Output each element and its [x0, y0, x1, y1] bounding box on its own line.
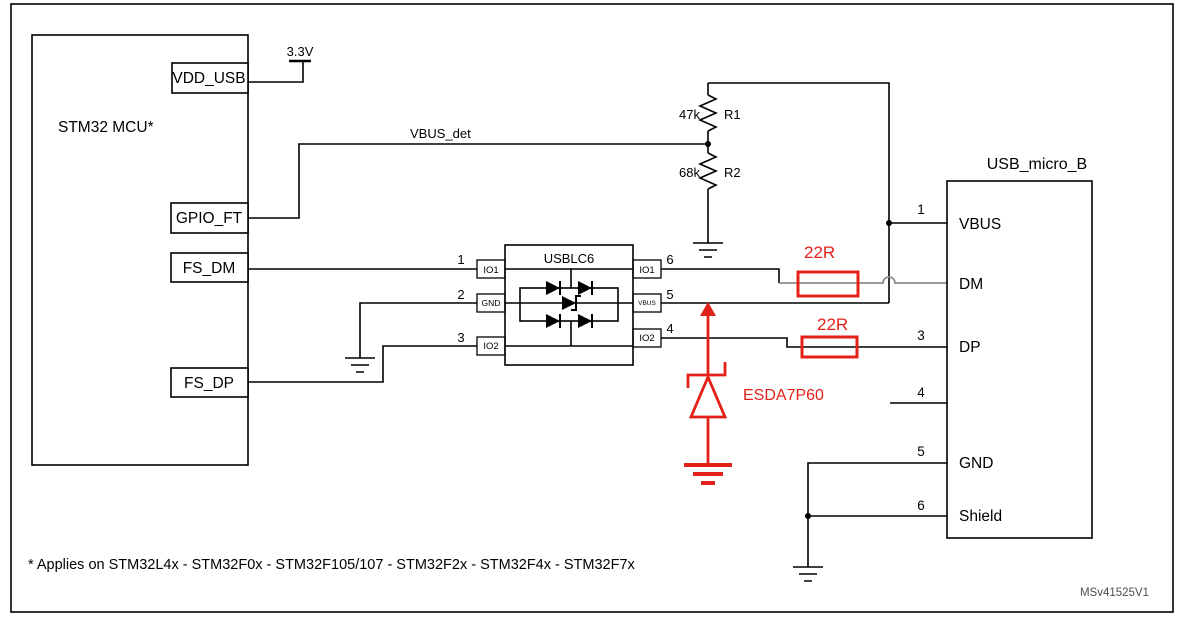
footnote: * Applies on STM32L4x - STM32F0x - STM32…: [28, 557, 636, 573]
diode-top-left: [546, 281, 560, 295]
wire-dm-gray: [779, 276, 947, 284]
connector-pin-num-4: 4: [917, 385, 925, 400]
usblc6-pin-num-5: 5: [666, 287, 673, 302]
resistor-22r-dp: [800, 335, 859, 359]
ground-symbols: [345, 242, 823, 582]
mcu-pin-gpio-ft: [170, 202, 249, 234]
series-resistors: 22R 22R: [796, 243, 860, 359]
net-label-vbus-det: VBUS_det: [410, 126, 471, 141]
figure-id: MSv41525V1: [1080, 587, 1149, 599]
divider-labels: 47k R1 68k R2: [679, 107, 741, 180]
resistor-r1-symbol: [698, 94, 718, 132]
usblc6-pin-num-1: 1: [457, 252, 464, 267]
mcu-pin-label-fs-dm: FS_DM: [183, 260, 236, 277]
mcu-pin-label-fs-dp: FS_DP: [184, 375, 234, 392]
usblc6-pin-label-io2-left: IO2: [483, 341, 498, 352]
mcu-title: STM32 MCU*: [58, 119, 154, 136]
connector-pin-num-1: 1: [917, 202, 925, 217]
r2-ref: R2: [724, 165, 741, 180]
usblc6-pin-num-6: 6: [666, 252, 673, 267]
usblc6-pin-num-2: 2: [457, 287, 464, 302]
mcu-pin-fs-dp: [170, 367, 249, 398]
usblc6-title: USBLC6: [544, 251, 595, 266]
mcu-box: [31, 34, 249, 466]
resistor-22r-dp-label: 22R: [817, 315, 848, 334]
wire-fs-dp: [248, 345, 633, 383]
wire-vdd-usb: [248, 61, 304, 83]
connector-pin-num-3: 3: [917, 328, 925, 343]
mcu-pin-label-vdd-usb: VDD_USB: [172, 70, 245, 87]
wires: [248, 59, 947, 567]
ground-usblc6: [345, 357, 375, 373]
mcu-pin-fs-dm: [170, 252, 249, 283]
r1-ref: R1: [724, 107, 741, 122]
usblc6-pin-label-io2-right: IO2: [639, 333, 654, 344]
resistor-22r-dm-label: 22R: [804, 243, 835, 262]
connector-pin-num-5: 5: [917, 444, 925, 459]
diode-bottom-left: [546, 314, 560, 328]
wire-usblc6-mid-row: [359, 302, 889, 358]
resistor-r2-symbol: [698, 152, 718, 190]
esd-ground: [684, 463, 732, 485]
esd-triangle: [688, 373, 728, 419]
usblc6-box: [504, 244, 634, 366]
diode-bottom-right: [578, 314, 592, 328]
connector-pin-label-shield: Shield: [959, 508, 1002, 525]
ground-connector: [793, 566, 823, 582]
connector-box: [946, 180, 1093, 539]
mcu-pin-vdd-usb: [171, 62, 249, 94]
connector-pin-label-dm: DM: [959, 276, 983, 293]
figure-frame: [10, 3, 1174, 613]
r2-value: 68k: [679, 165, 700, 180]
usblc6-pin-num-4: 4: [666, 321, 673, 336]
mcu-block: STM32 MCU* VDD_USB GPIO_FT FS_DM FS_DP: [31, 34, 249, 466]
connector-pin-label-dp: DP: [959, 339, 981, 356]
connector-pin-num-6: 6: [917, 498, 925, 513]
connector-title: USB_micro_B: [987, 156, 1087, 173]
wire-vbus-det: [248, 143, 708, 219]
zener-center: [562, 296, 576, 310]
r1-value: 47k: [679, 107, 700, 122]
junction-vbus: [886, 220, 892, 226]
esd-zener-bar: [686, 362, 727, 388]
esd-anode-arrow: [700, 302, 716, 316]
usblc6-pin-num-3: 3: [457, 330, 464, 345]
junction-gnd-shield: [805, 513, 811, 519]
wire-dp: [661, 337, 947, 348]
diode-top-right: [578, 281, 592, 295]
connector-pin-label-vbus: VBUS: [959, 216, 1001, 233]
usblc6-pin-label-vbus: VBUS: [638, 300, 656, 307]
ground-divider: [693, 242, 723, 258]
usb-connector: USB_micro_B VBUS DM DP GND Shield 1 3 4 …: [917, 156, 1093, 539]
wire-vbus-vertical: [708, 82, 890, 303]
wire-fs-dm: [248, 268, 780, 283]
esd-diode: ESDA7P60: [684, 302, 824, 485]
connector-pin-label-gnd: GND: [959, 455, 993, 472]
junction-vbus-det: [705, 141, 711, 147]
usblc6-pin-label-gnd: GND: [482, 298, 501, 308]
zener-center-bar: [571, 295, 581, 311]
usblc6-block: USBLC6 IO1 GND IO2 IO1 VBUS IO2 1 2 3 6 …: [457, 244, 674, 366]
usblc6-pin-label-io1-right: IO1: [639, 265, 654, 276]
wire-gnd-shield: [807, 462, 947, 567]
resistor-22r-dm: [796, 270, 860, 298]
supply-label: 3.3V: [287, 44, 314, 59]
esd-label: ESDA7P60: [743, 387, 824, 404]
usblc6-pin-label-io1-left: IO1: [483, 265, 498, 276]
mcu-pin-label-gpio-ft: GPIO_FT: [176, 210, 243, 227]
usblc6-inner-rect: [519, 287, 619, 322]
